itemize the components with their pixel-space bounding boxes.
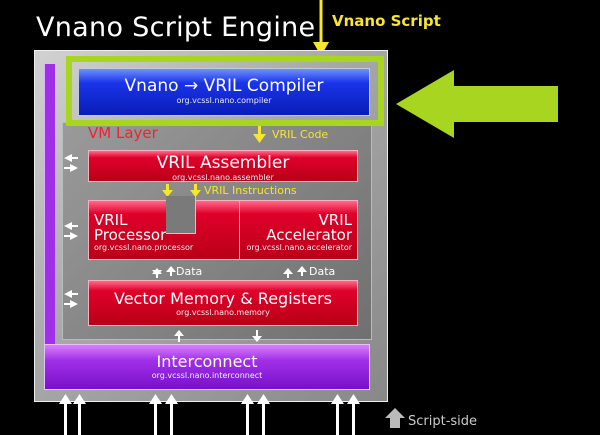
page-title: Vnano Script Engine [36, 12, 316, 43]
compiler-highlight-frame [66, 56, 384, 126]
vm-layer-label: VM Layer [88, 124, 158, 142]
compiler-package: org.vcssl.nano.compiler [176, 96, 272, 105]
vnano-script-label: Vnano Script [332, 12, 441, 30]
interconnect-title: Interconnect [156, 352, 258, 371]
processor-package: org.vcssl.nano.processor [94, 243, 194, 252]
interconnect-package: org.vcssl.nano.interconnect [151, 371, 263, 380]
processor-title-line2: Processor [94, 226, 167, 244]
vril-instructions-label: VRIL Instructions [204, 184, 297, 197]
compiler-block: Vnano → VRIL Compiler org.vcssl.nano.com… [78, 68, 370, 116]
highlight-arrow-icon [396, 70, 558, 138]
assembler-title: VRIL Assembler [156, 153, 290, 173]
processor-accelerator-notch [166, 196, 196, 234]
compiler-title: Vnano → VRIL Compiler [124, 76, 324, 96]
interconnect-block: Interconnect org.vcssl.nano.interconnect [44, 344, 370, 390]
interconnect-side-bus [44, 64, 55, 354]
accelerator-title-line1: VRIL [318, 211, 352, 229]
script-side-label: Script-side [408, 414, 478, 429]
processor-title-line1: VRIL [94, 211, 128, 229]
memory-title: Vector Memory & Registers [114, 289, 332, 308]
data-label-left: Data [176, 265, 203, 278]
data-label-right: Data [309, 265, 336, 278]
memory-block: Vector Memory & Registers org.vcssl.nano… [88, 280, 358, 326]
assembler-package: org.vcssl.nano.assembler [172, 173, 274, 182]
vril-code-label: VRIL Code [272, 128, 329, 141]
memory-package: org.vcssl.nano.memory [176, 308, 270, 317]
assembler-block: VRIL Assembler org.vcssl.nano.assembler [88, 150, 358, 182]
processor-block: VRIL Processor org.vcssl.nano.processor [88, 200, 240, 260]
accelerator-package: org.vcssl.nano.accelerator [246, 243, 352, 252]
accelerator-title-line2: Accelerator [266, 226, 352, 244]
